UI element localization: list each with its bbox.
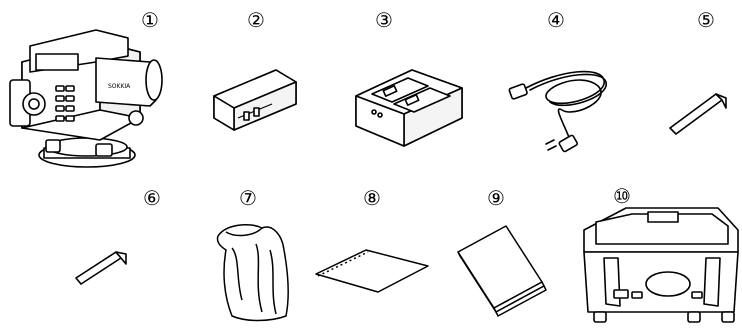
carrying-case-icon <box>0 0 742 329</box>
accessories-figure: ① <box>0 0 742 329</box>
